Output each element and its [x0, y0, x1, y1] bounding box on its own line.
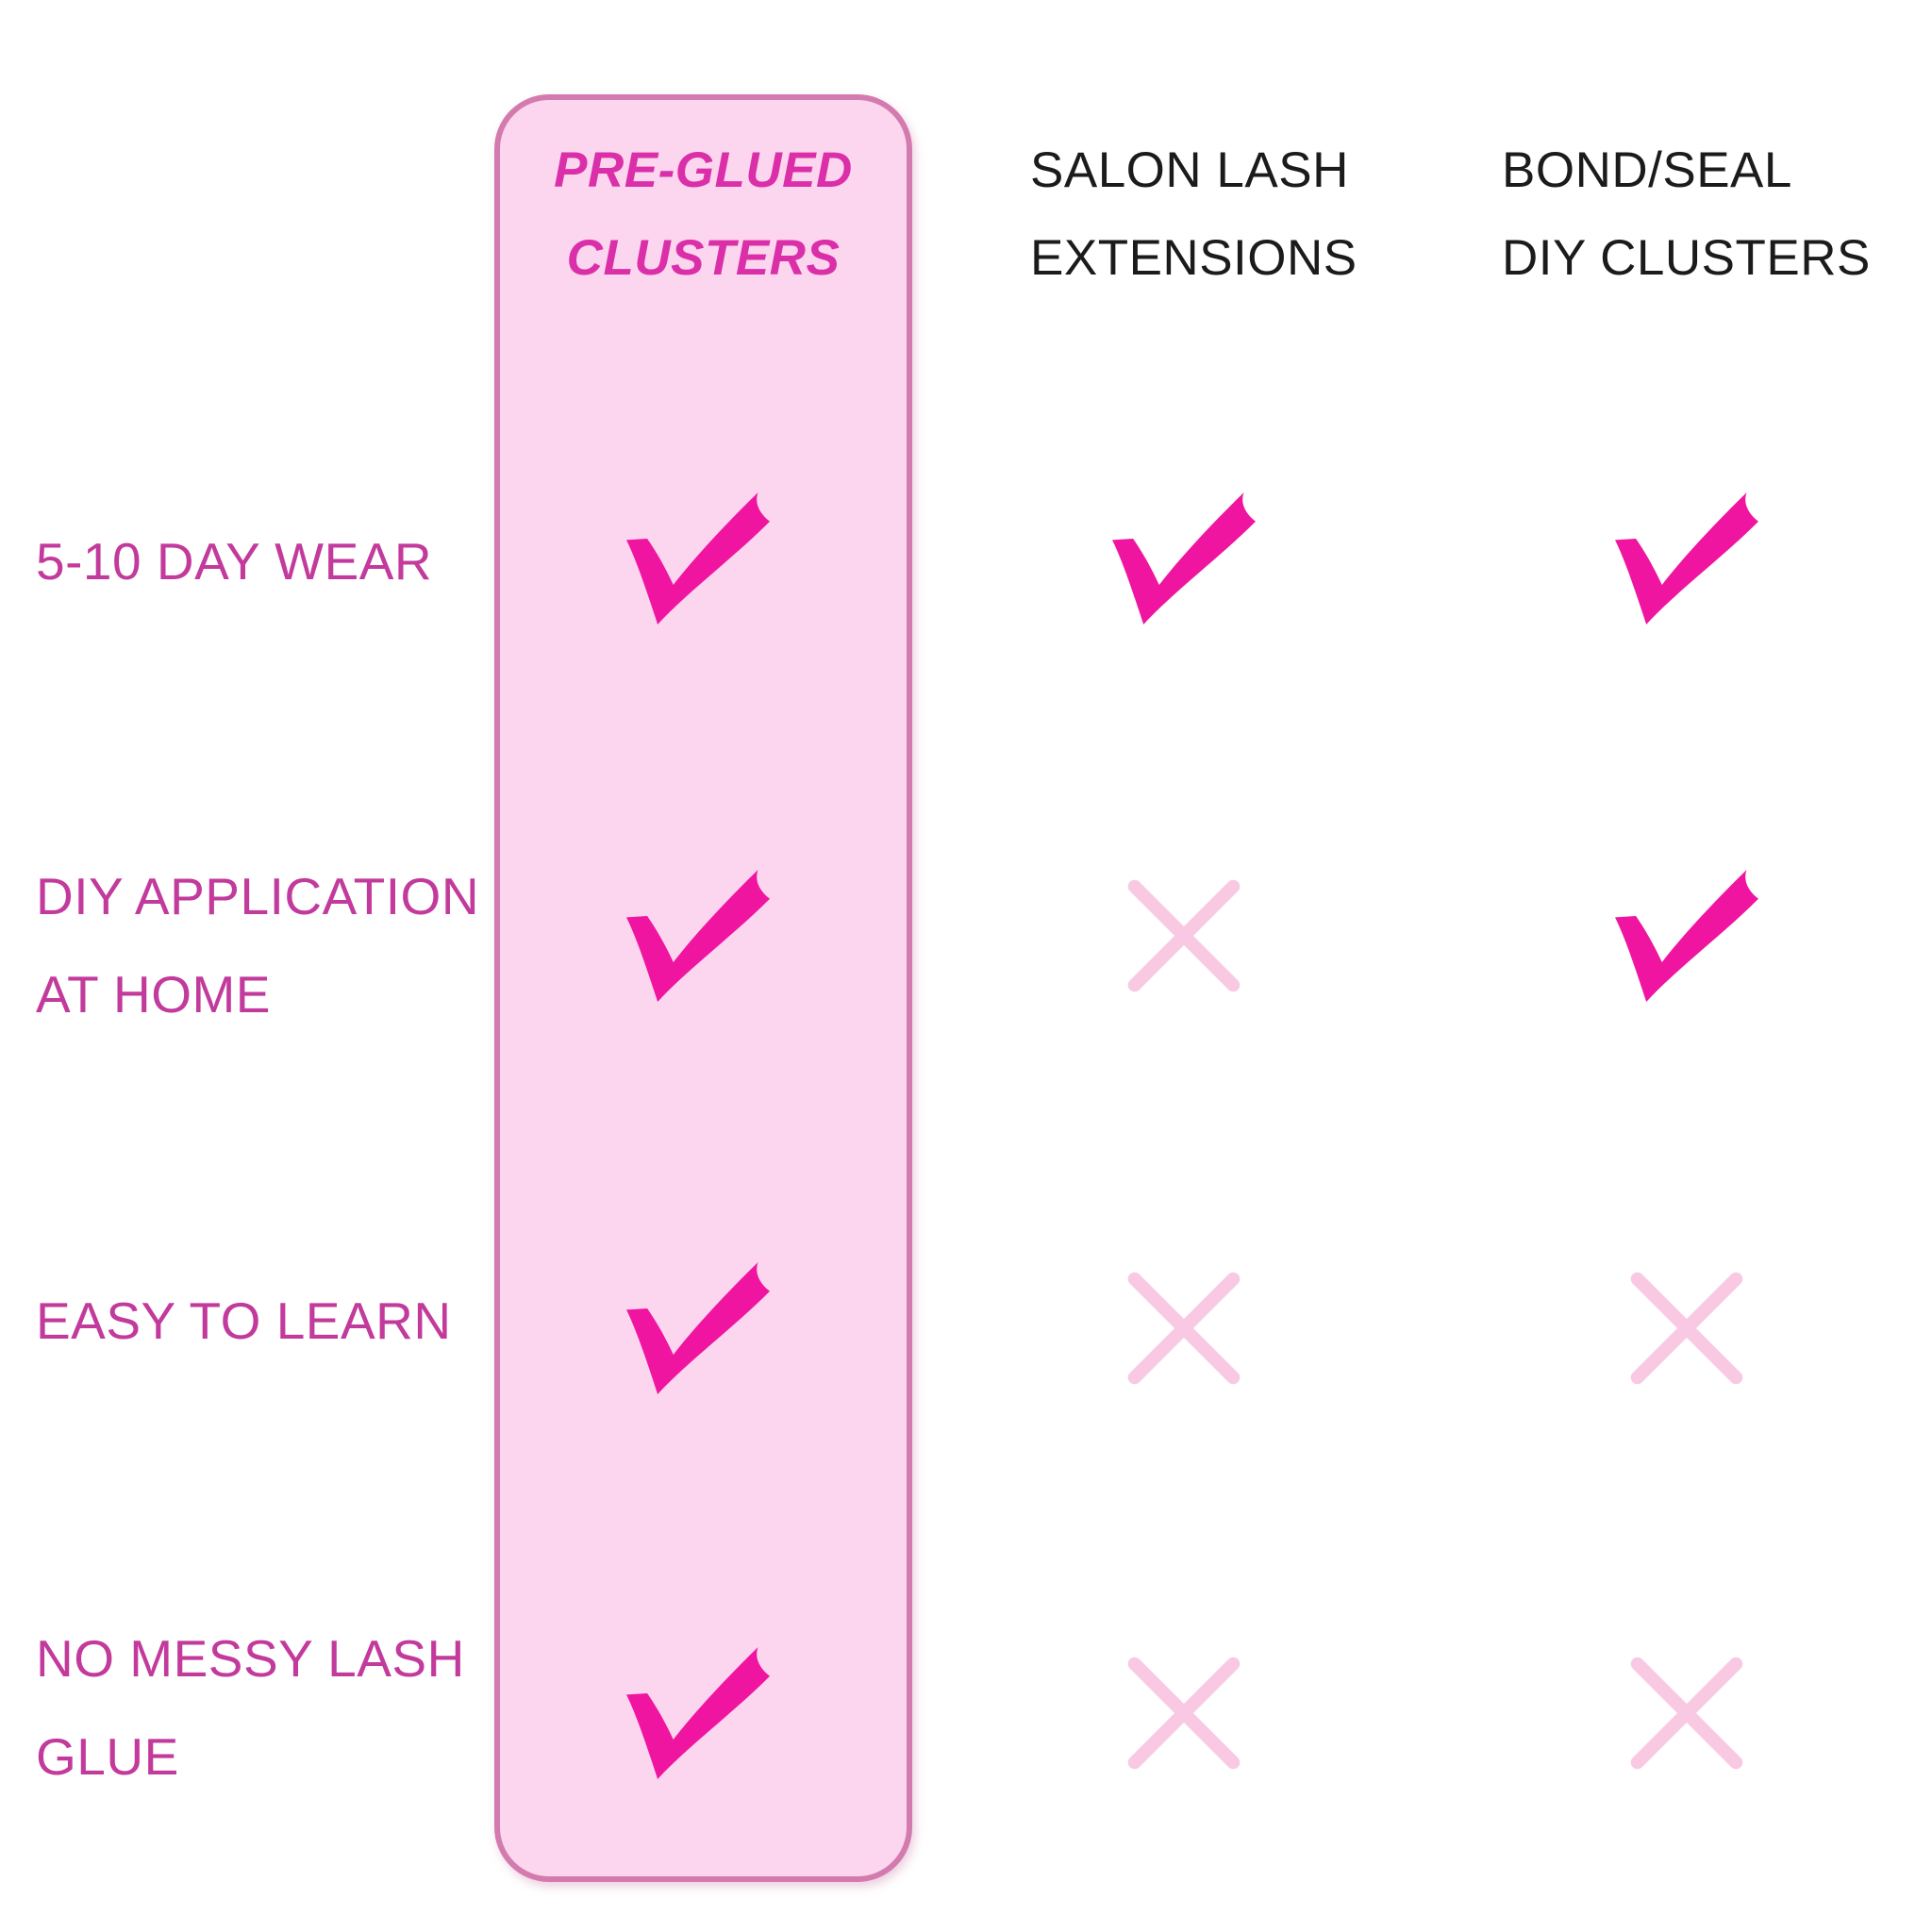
row-label-line: 5-10 DAY WEAR	[36, 532, 433, 591]
check-mark-icon	[626, 870, 770, 1002]
row-label-diy-application-at-home: DIY APPLICATION AT HOME	[36, 847, 479, 1043]
column-header-line: PRE-GLUED	[554, 142, 853, 198]
x-mark-icon	[1121, 1265, 1247, 1391]
column-header-line: BOND/SEAL	[1502, 142, 1792, 198]
check-mark-icon	[1112, 492, 1256, 625]
column-header-line: EXTENSIONS	[1030, 230, 1357, 286]
column-header-salon-lash-extensions: SALON LASH EXTENSIONS	[1030, 126, 1357, 302]
row-label-5-10-day-wear: 5-10 DAY WEAR	[36, 512, 432, 610]
check-mark-icon	[626, 1647, 770, 1779]
row-label-line: GLUE	[36, 1727, 179, 1786]
check-mark-icon	[1615, 870, 1758, 1002]
x-mark-icon	[1624, 1650, 1750, 1776]
x-mark-icon	[1121, 1650, 1247, 1776]
check-mark-icon	[1615, 492, 1758, 625]
row-label-line: DIY APPLICATION	[36, 867, 480, 925]
highlighted-column-panel	[494, 94, 912, 1882]
x-mark-icon	[1624, 1265, 1750, 1391]
x-mark-icon	[1121, 873, 1247, 999]
column-header-line: CLUSTERS	[566, 230, 841, 286]
row-label-no-messy-lash-glue: NO MESSY LASH GLUE	[36, 1609, 465, 1806]
row-label-line: EASY TO LEARN	[36, 1291, 452, 1350]
column-header-preglued-clusters: PRE-GLUED CLUSTERS	[494, 126, 912, 302]
column-header-line: SALON LASH	[1030, 142, 1349, 198]
check-mark-icon	[626, 1262, 770, 1394]
column-header-bond-seal-diy-clusters: BOND/SEAL DIY CLUSTERS	[1502, 126, 1871, 302]
row-label-line: AT HOME	[36, 965, 271, 1024]
check-mark-icon	[626, 492, 770, 625]
row-label-easy-to-learn: EASY TO LEARN	[36, 1272, 452, 1370]
row-label-line: NO MESSY LASH	[36, 1629, 465, 1688]
column-header-line: DIY CLUSTERS	[1502, 230, 1871, 286]
